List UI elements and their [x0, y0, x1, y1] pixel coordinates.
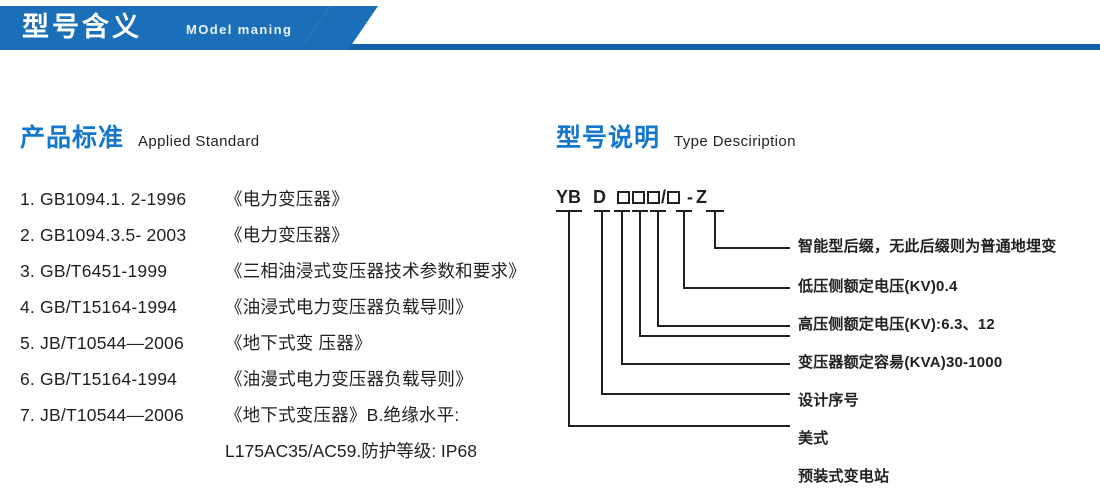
section-heading-applied-standard: 产品标准 Applied Standard: [20, 118, 260, 154]
list-item: 3. GB/T6451-1999 《三相油浸式变压器技术参数和要求》: [20, 258, 540, 294]
type-code-diagram: YB D / - Z 智能型后缀，无此后缀则: [548, 186, 1088, 485]
standard-name: 《地下式变压器》B.绝缘水平:: [225, 405, 460, 425]
standard-name: 《地下式变 压器》: [225, 333, 372, 353]
header-shape-primary: [0, 6, 330, 50]
standard-code: 6. GB/T15164-1994: [20, 369, 178, 389]
standard-code: 1. GB1094.1. 2-1996: [20, 189, 187, 209]
label-design-serial: 设计序号: [798, 392, 859, 409]
list-item: 7. JB/T10544—2006 《地下式变压器》B.绝缘水平:: [20, 402, 540, 438]
list-item: 2. GB1094.3.5- 2003 《电力变压器》: [20, 222, 540, 258]
header-rule: [0, 44, 1100, 50]
section-heading-cn: 产品标准: [20, 124, 125, 152]
leader-lv-voltage: [683, 211, 790, 289]
standard-code: 4. GB/T15164-1994: [20, 297, 178, 317]
code-box-design: [647, 190, 661, 204]
code-token-d: D: [593, 186, 607, 207]
code-token-z: Z: [696, 186, 708, 207]
code-token-slash: /: [661, 186, 667, 207]
leader-rated-capacity: [639, 211, 790, 337]
label-rated-capacity: 变压器额定容昜(KVA)30-1000: [798, 354, 1003, 371]
section-heading-type-description: 型号说明 Type Desciription: [556, 118, 796, 154]
applied-standard-list: 1. GB1094.1. 2-1996 《电力变压器》 2. GB1094.3.…: [20, 186, 540, 474]
page-header-banner: 型号含义 MOdel maning: [0, 0, 1100, 56]
leader-intelligent-suffix: [714, 211, 790, 249]
standard-continuation-text: L175AC35/AC59.防护等级: IP68: [225, 441, 477, 461]
section-heading-en: Applied Standard: [138, 133, 260, 150]
leader-american-type: [601, 211, 790, 395]
standard-code: 5. JB/T10544—2006: [20, 333, 184, 353]
label-intelligent-suffix: 智能型后缀，无此后缀则为普通地埋变: [798, 238, 1057, 255]
standard-name: 《油浸式电力变压器负载导则》: [225, 297, 473, 317]
standard-name: 《油漫式电力变压器负载导则》: [225, 369, 473, 389]
list-item: 5. JB/T10544—2006 《地下式变 压器》: [20, 330, 540, 366]
continuation-indent: [20, 438, 225, 474]
label-hv-voltage: 高压侧额定电压(KV):6.3、12: [798, 316, 995, 333]
standard-code: 2. GB1094.3.5- 2003: [20, 225, 187, 245]
label-prefab-substation: 预装式变电站: [798, 468, 890, 485]
label-american-type: 美式: [798, 430, 829, 447]
code-box-lv: [667, 190, 681, 204]
code-box-capacity: [617, 190, 631, 204]
standard-name: 《电力变压器》: [225, 189, 349, 209]
banner-subtitle: MOdel maning: [186, 22, 293, 37]
banner-title: 型号含义: [22, 12, 142, 42]
code-token-dash: -: [687, 186, 694, 207]
list-item: 6. GB/T15164-1994 《油漫式电力变压器负载导则》: [20, 366, 540, 402]
section-heading-en: Type Desciription: [674, 133, 796, 150]
type-code-string: YB D / - Z: [556, 186, 707, 212]
leader-prefab-substation: [568, 211, 790, 427]
standard-code: 7. JB/T10544—2006: [20, 405, 184, 425]
section-heading-cn: 型号说明: [556, 124, 661, 152]
leader-design-serial: [621, 211, 790, 365]
list-item: 4. GB/T15164-1994 《油浸式电力变压器负载导则》: [20, 294, 540, 330]
standard-code: 3. GB/T6451-1999: [20, 261, 168, 281]
code-box-hv: [632, 190, 646, 204]
standard-continuation-line: L175AC35/AC59.防护等级: IP68: [20, 438, 540, 474]
standard-name: 《电力变压器》: [225, 225, 349, 245]
leader-hv-voltage: [657, 211, 790, 327]
standard-name: 《三相油浸式变压器技术参数和要求》: [225, 261, 526, 281]
label-lv-voltage: 低压侧额定电压(KV)0.4: [798, 278, 958, 295]
list-item: 1. GB1094.1. 2-1996 《电力变压器》: [20, 186, 540, 222]
code-token-yb: YB: [556, 186, 582, 207]
leader-lines: [556, 210, 790, 427]
